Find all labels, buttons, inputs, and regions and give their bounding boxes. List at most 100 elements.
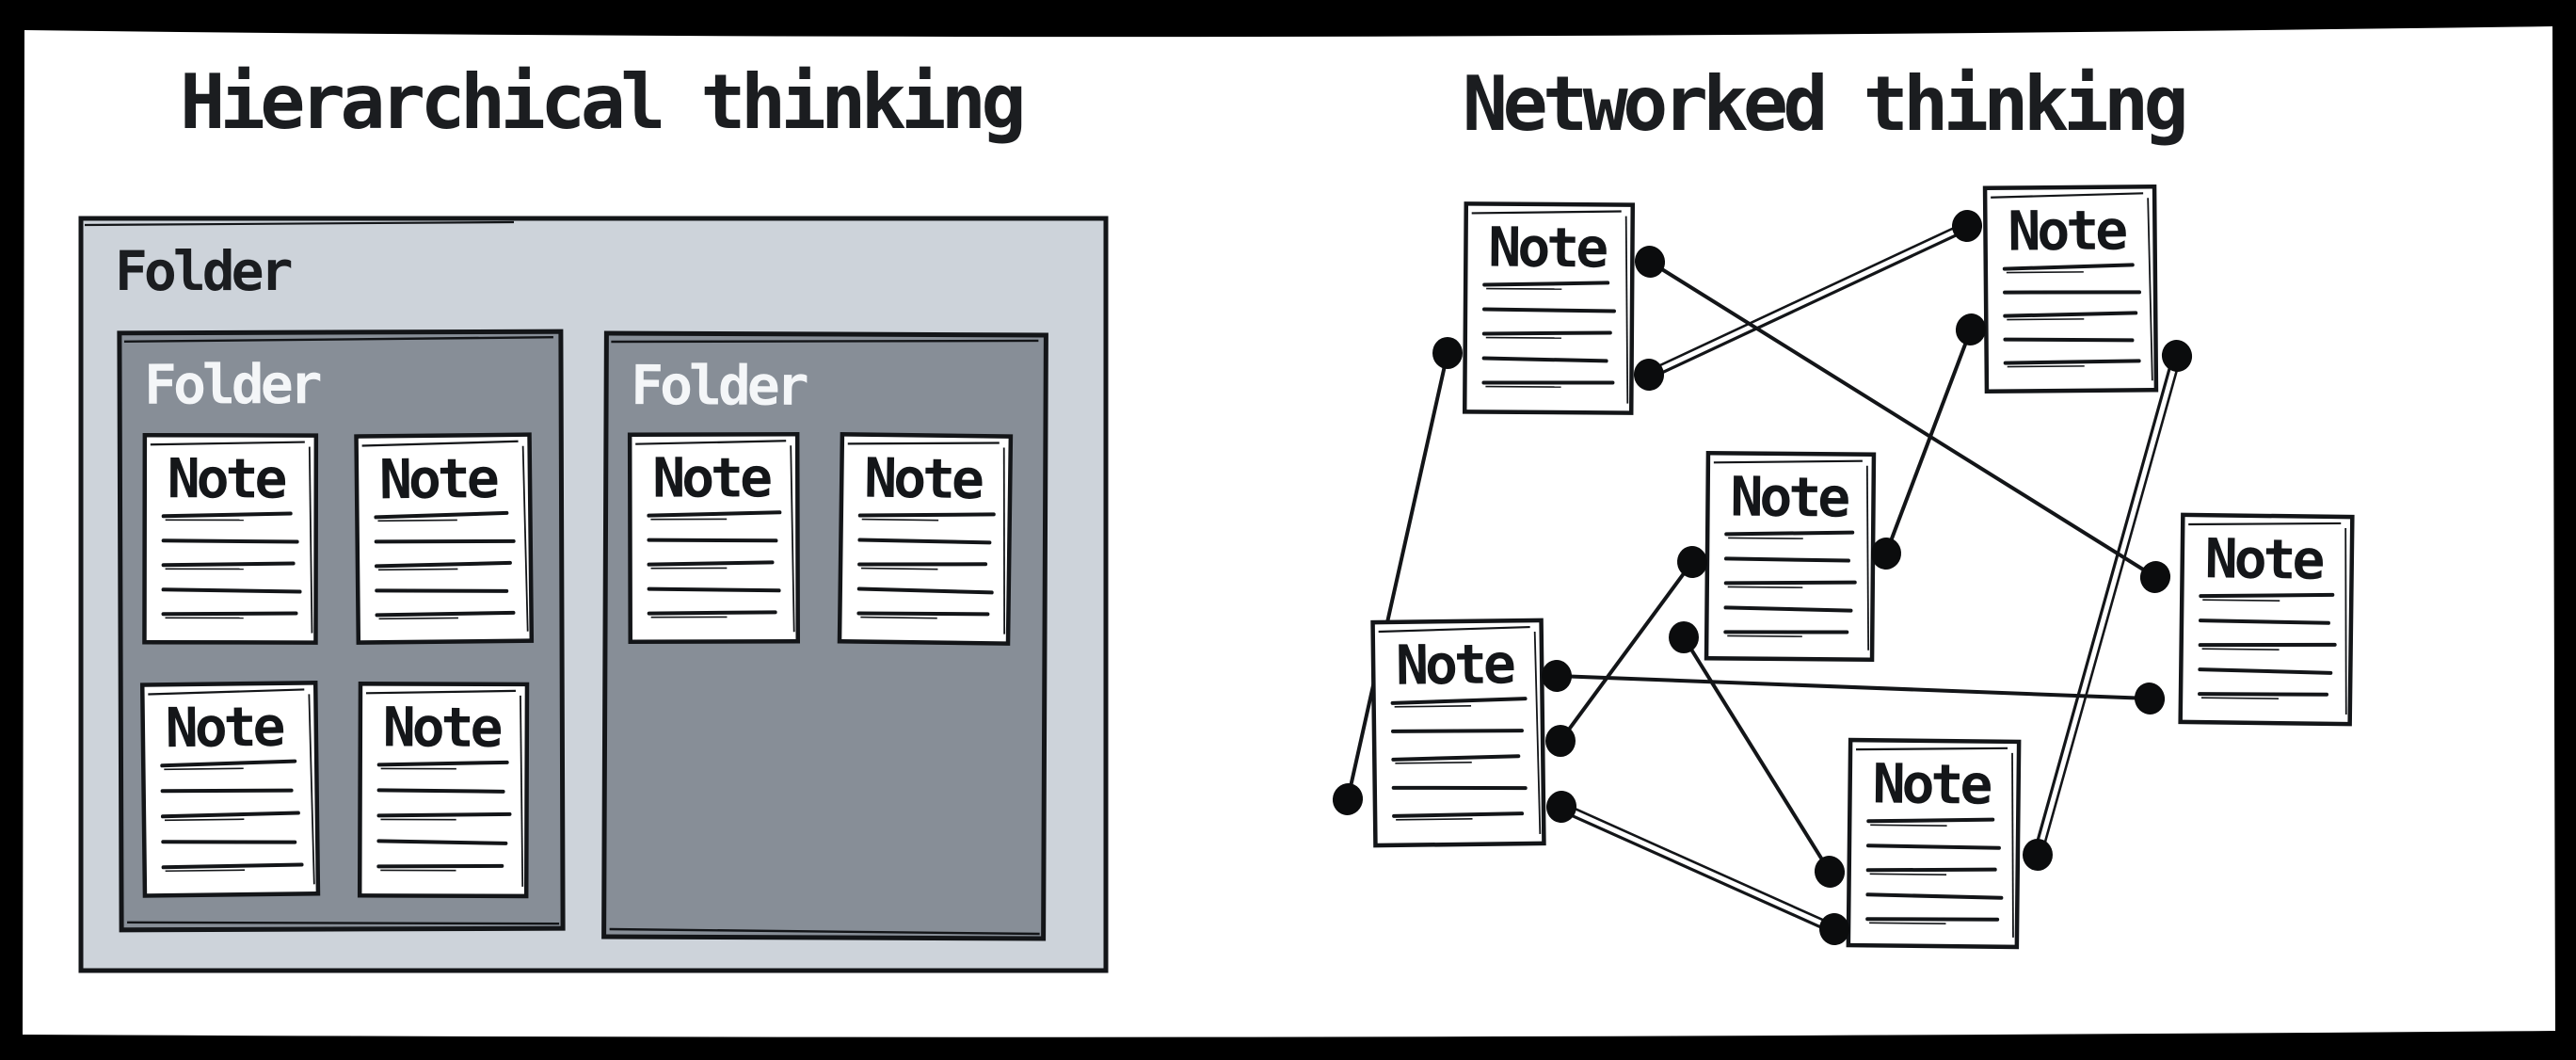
sketch-accent-line: [2147, 198, 2153, 381]
network-links: [1346, 221, 2183, 935]
note-text-line-echo: [1869, 873, 1947, 875]
note-text-line: [1391, 785, 1528, 791]
note-text-line: [161, 862, 304, 870]
note-title: Note: [2008, 198, 2126, 263]
note-text-line: [1481, 307, 1616, 313]
link-node-dot: [1545, 791, 1577, 823]
note-text-line-echo: [1396, 818, 1473, 821]
link-node-dot: [1545, 725, 1576, 757]
network-dots: [1332, 210, 2193, 945]
note-text-line: [1723, 580, 1857, 586]
note-text-line: [2003, 311, 2138, 318]
sketch-accent-line: [2344, 528, 2347, 715]
note-text-line: [856, 586, 994, 595]
note-text-line: [1723, 630, 1849, 634]
note-card: Note: [1462, 201, 1636, 415]
sketch-accent-line: [365, 689, 516, 695]
link-node-dot: [1814, 856, 1846, 888]
note-text-line-echo: [1486, 287, 1562, 290]
link-node-dot: [1432, 337, 1463, 369]
note-card: Note: [139, 681, 321, 898]
subfolder-label: Folder: [144, 352, 321, 417]
sketch-accent-line: [1991, 192, 2144, 199]
note-card: Note: [1370, 618, 1546, 848]
sketch-accent-line: [123, 336, 553, 344]
sketch-accent-line: [520, 695, 524, 887]
note-lines: [1723, 530, 1857, 637]
note-text-line-echo: [1485, 336, 1561, 339]
note-text-line: [857, 512, 996, 518]
note-title: Note: [379, 446, 498, 511]
note-card: Note: [357, 682, 530, 899]
note-title: Note: [383, 695, 502, 759]
sketch-accent-line: [521, 445, 529, 632]
note-text-line: [1723, 556, 1850, 563]
note-text-line: [376, 788, 505, 794]
note-card: Note: [1982, 184, 2159, 394]
note-text-line-echo: [2202, 599, 2280, 602]
sketch-accent-line: [1471, 210, 1622, 215]
note-lines: [647, 510, 782, 618]
note-text-line: [2198, 667, 2333, 675]
note-text-line: [375, 588, 509, 593]
note-text-line: [1391, 754, 1521, 762]
note-lines: [2198, 592, 2337, 699]
note-text-line: [2199, 592, 2335, 599]
sketch-accent-line: [127, 921, 560, 925]
note-text-line: [2003, 359, 2141, 365]
sketch-accent-line: [1624, 216, 1629, 404]
link-node-dot: [1951, 210, 1983, 242]
link-node-dot: [1870, 538, 1902, 570]
note-text-line: [160, 811, 300, 819]
link-node-dot: [1332, 783, 1364, 815]
note-title: Note: [1730, 464, 1848, 529]
note-lines: [2002, 263, 2142, 368]
note-text-line: [161, 840, 297, 844]
note-text-line: [376, 839, 508, 845]
note-lines: [376, 760, 512, 872]
sketch-accent-line: [150, 441, 305, 446]
link-line: [2032, 354, 2175, 855]
link-line: [1884, 329, 1973, 554]
note-title: Note: [165, 695, 284, 761]
note-text-line: [1481, 380, 1615, 385]
note-title: Note: [168, 446, 286, 510]
note-text-line: [856, 611, 990, 617]
subfolder-label: Folder: [631, 353, 808, 418]
note-text-line: [647, 610, 777, 616]
note-text-line-echo: [2007, 365, 2085, 368]
note-text-line: [376, 863, 504, 869]
link-line: [1648, 260, 2157, 579]
note-text-line: [2198, 642, 2337, 648]
link-node-dot: [2139, 561, 2171, 593]
sketch-accent-line: [635, 440, 787, 445]
note-text-line: [1390, 729, 1524, 733]
note-text-line: [2198, 618, 2330, 625]
note-text-line: [1482, 281, 1610, 287]
sketch-accent-line: [1378, 625, 1530, 634]
note-text-line-echo: [377, 568, 458, 571]
sketch-accent-line: [361, 440, 519, 447]
note-lines: [856, 512, 996, 619]
note-text-line: [1481, 330, 1612, 336]
note-text-line: [647, 510, 782, 518]
note-text-line-echo: [377, 519, 457, 522]
note-text-line: [1865, 917, 2000, 922]
sketch-accent-line: [2188, 522, 2342, 526]
note-text-line: [161, 561, 296, 568]
note-lines: [161, 511, 302, 619]
note-text-line: [374, 538, 516, 544]
note-text-line: [160, 759, 297, 768]
link-node-dot: [2134, 683, 2166, 715]
sketch-accent-line: [1865, 465, 1870, 650]
note-card: Note: [354, 432, 535, 645]
note-card: Note: [837, 432, 1014, 646]
note-text-line-echo: [1485, 385, 1561, 388]
sketch-accent-line: [148, 688, 305, 696]
note-title: Note: [1488, 216, 1607, 281]
note-lines: [1390, 697, 1528, 821]
